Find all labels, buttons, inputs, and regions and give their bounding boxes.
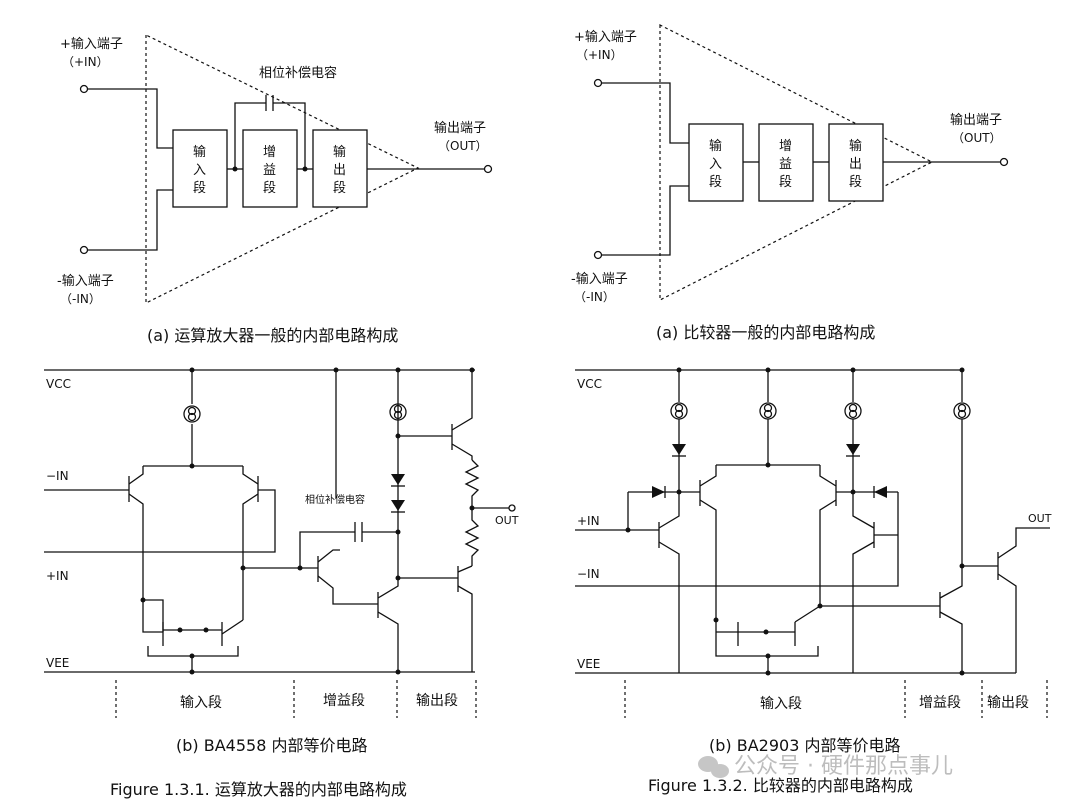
input-stage-char: 入 <box>709 157 722 172</box>
resistor-symbol <box>464 508 480 566</box>
current-source-symbol <box>389 403 407 421</box>
output-stage-char: 输 <box>849 138 862 154</box>
gain-stage-block <box>758 123 814 202</box>
watermark: 公众号 · 硬件那点事儿 <box>698 754 953 779</box>
out-label: OUT <box>495 514 519 527</box>
minus-in-sublabel: （-IN） <box>574 290 615 304</box>
resistor-symbol <box>464 459 480 508</box>
input-stage-block <box>688 123 744 202</box>
gain-stage-char: 增 <box>263 145 276 160</box>
diode-symbol <box>672 444 686 455</box>
watermark-text: 公众号 · 硬件那点事儿 <box>734 754 953 779</box>
caption-b-left: (b) BA4558 内部等价电路 <box>176 736 367 755</box>
vee-label: VEE <box>46 656 69 670</box>
output-stage-char: 段 <box>849 175 862 190</box>
output-stage-char: 段 <box>333 181 346 196</box>
minus-in-wire <box>575 492 899 587</box>
vcc-label: VCC <box>46 377 71 391</box>
input-stage-char: 入 <box>193 163 206 178</box>
comp-cap-label: 相位补偿电容 <box>305 493 365 506</box>
plus-in-terminal <box>593 78 603 88</box>
minus-in-label: −IN <box>46 469 69 483</box>
plus-in-sublabel: （+IN） <box>576 48 623 62</box>
minus-in-label: −IN <box>577 567 600 581</box>
minus-in-wire <box>602 185 689 256</box>
gain-stage-block <box>242 129 298 208</box>
caption-b-right: (b) BA2903 内部等价电路 <box>709 736 900 755</box>
minus-in-wire <box>88 189 173 251</box>
ba4558-schematic: VCC VEE −IN +IN <box>44 367 519 799</box>
minus-in-terminal <box>79 245 89 255</box>
wechat-icon <box>698 756 729 778</box>
comp-cap-wire-right <box>273 102 306 169</box>
input-stage-char: 输 <box>709 138 722 154</box>
plus-in-wire <box>44 489 276 553</box>
out-sublabel: （OUT） <box>438 139 488 153</box>
plus-in-label: +IN <box>46 569 69 583</box>
current-source-symbol <box>183 405 201 423</box>
comp-cap-label: 相位补偿电容 <box>259 65 337 81</box>
plus-in-wire <box>88 88 173 149</box>
out-label: OUT <box>1028 512 1052 525</box>
out-terminal <box>999 157 1009 167</box>
diode-symbol <box>391 500 405 511</box>
section-output-label: 输出段 <box>416 693 458 709</box>
vee-label: VEE <box>577 657 600 671</box>
out-label: 输出端子 <box>950 112 1002 128</box>
input-stage-char: 输 <box>193 144 206 160</box>
out-terminal <box>483 164 493 174</box>
plus-in-sublabel: （+IN） <box>62 55 109 69</box>
comparator-triangle <box>659 24 934 301</box>
plus-in-label: +IN <box>577 514 600 528</box>
plus-in-terminal <box>79 84 89 94</box>
figure-caption-left: Figure 1.3.1. 运算放大器的内部电路构成 <box>110 780 407 799</box>
input-stage-block <box>172 129 228 208</box>
section-input-label: 输入段 <box>180 695 222 711</box>
minus-in-label: -输入端子 <box>571 271 628 287</box>
section-gain-label: 增益段 <box>323 693 365 709</box>
out-label: 输出端子 <box>434 120 486 136</box>
section-output-label: 输出段 <box>987 695 1029 711</box>
comp-cap-wire-left <box>234 102 266 169</box>
vcc-label: VCC <box>577 377 602 391</box>
diode-symbol <box>652 486 665 498</box>
diode-symbol <box>874 486 887 498</box>
caption-a-left: (a) 运算放大器一般的内部电路构成 <box>147 326 398 345</box>
plus-in-label: +输入端子 <box>60 36 123 52</box>
gain-stage-char: 段 <box>263 181 276 196</box>
opamp-block-diagram: +输入端子 （+IN） -输入端子 （-IN） 相位补偿电容 输出端子 （OUT… <box>57 34 493 345</box>
plus-in-label: +输入端子 <box>574 29 637 45</box>
section-input-label: 输入段 <box>760 696 802 712</box>
section-gain-label: 增益段 <box>919 695 961 711</box>
minus-in-terminal <box>593 250 603 260</box>
gain-stage-char: 益 <box>779 157 792 172</box>
output-stage-char: 出 <box>333 163 346 178</box>
input-stage-char: 段 <box>193 181 206 196</box>
input-stage-char: 段 <box>709 175 722 190</box>
minus-in-label: -输入端子 <box>57 273 114 289</box>
gain-stage-char: 益 <box>263 163 276 178</box>
opamp-triangle <box>145 34 420 304</box>
gain-stage-char: 段 <box>779 175 792 190</box>
minus-in-sublabel: （-IN） <box>60 292 101 306</box>
figure-caption-right: Figure 1.3.2. 比较器的内部电路构成 <box>648 776 913 795</box>
comparator-block-diagram: +输入端子 （+IN） -输入端子 （-IN） 输出端子 （OUT） 输 入 段… <box>571 24 1009 342</box>
diode-symbol <box>846 444 860 455</box>
ba2903-schematic: VCC VEE <box>575 367 1052 795</box>
output-stage-char: 出 <box>849 157 862 172</box>
output-stage-char: 输 <box>333 144 346 160</box>
caption-a-right: (a) 比较器一般的内部电路构成 <box>656 323 875 342</box>
diode-symbol <box>391 474 405 485</box>
gain-stage-char: 增 <box>779 139 792 154</box>
out-sublabel: （OUT） <box>952 131 1002 145</box>
plus-in-wire <box>602 82 689 144</box>
